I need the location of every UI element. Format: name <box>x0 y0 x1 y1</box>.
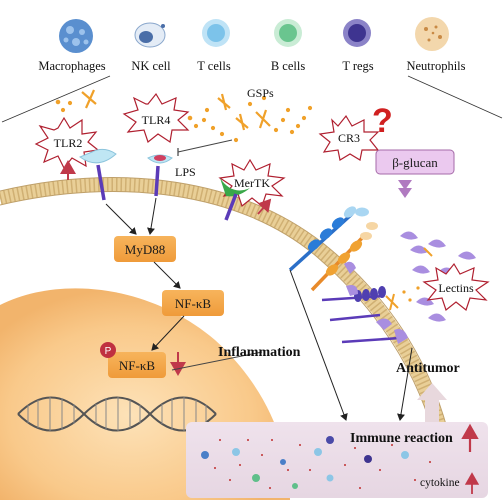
phosphate-icon: P <box>100 342 116 358</box>
cell-label-nk-cell: NK cell <box>131 59 171 73</box>
nfkb-phospho-label: NF-κB <box>119 358 155 373</box>
mertk-label: MerTK <box>234 176 270 190</box>
tlr2-label: TLR2 <box>54 136 83 150</box>
neutrophil-icon <box>415 17 449 51</box>
cell-label-macrophages: Macrophages <box>38 59 105 73</box>
antitumor-arrow-icon <box>417 383 447 422</box>
inflammation-line <box>171 351 263 371</box>
immune-reaction-label: Immune reaction <box>350 431 453 446</box>
cell-label-t-cells: T cells <box>197 59 231 73</box>
gsps-inhibit-line <box>177 139 233 153</box>
immune-reaction-zone: Immune reaction cytokine <box>186 422 488 498</box>
cytokine-label: cytokine <box>420 477 460 489</box>
cell-label-t-regs: T regs <box>342 59 373 73</box>
nfkb-phospho-box: NF-κB <box>108 352 166 378</box>
signaling-arrows <box>105 197 413 421</box>
antitumor-label: Antitumor <box>396 361 460 376</box>
cytokine-particles <box>201 436 431 489</box>
cr3-starburst: CR3 <box>318 114 380 161</box>
mertk-up-arrow-icon <box>257 198 272 215</box>
b-cell-icon <box>274 19 302 47</box>
zoom-line-left <box>1 75 111 123</box>
gsps-particles <box>55 89 313 143</box>
t-cell-icon <box>202 19 230 47</box>
gsps-label: GSPs <box>247 86 274 100</box>
nfkb-label: NF-κB <box>175 296 211 311</box>
cr3-label: CR3 <box>338 131 360 145</box>
unknown-question-mark: ? <box>372 102 393 140</box>
myd88-box: MyD88 <box>114 236 176 262</box>
zoom-line-right <box>407 75 503 119</box>
cell-label-neutrophils: Neutrophils <box>406 59 465 73</box>
cell-types-row: Macrophages NK cell T cells B cells T re… <box>38 17 466 73</box>
tlr4-starburst: TLR4 <box>122 92 190 144</box>
lectins-starburst: Lectins <box>422 262 490 312</box>
tlr4-label: TLR4 <box>142 113 171 127</box>
tlr4-receptor-icon <box>147 154 173 197</box>
lectin-receptors <box>321 231 476 344</box>
mertk-receptor-icon <box>220 178 250 221</box>
phosphate-label: P <box>105 346 112 357</box>
inflammation-label: Inflammation <box>218 345 301 360</box>
cell-label-b-cells: B cells <box>271 59 306 73</box>
nk-cell-icon <box>134 22 166 48</box>
beta-glucan-arrow-icon <box>398 180 412 198</box>
tlr2-receptor-icon <box>78 148 117 201</box>
cr3-receptor-complex <box>288 206 378 292</box>
t-reg-icon <box>343 19 371 47</box>
myd88-label: MyD88 <box>125 242 165 257</box>
macrophage-icon <box>59 19 93 53</box>
beta-glucan-box: β-glucan <box>375 149 455 175</box>
nfkb-box: NF-κB <box>162 290 224 316</box>
beta-glucan-label: β-glucan <box>392 155 438 170</box>
dna-helix-icon <box>17 396 217 432</box>
lectins-label: Lectins <box>438 281 474 295</box>
lps-label: LPS <box>175 165 196 179</box>
